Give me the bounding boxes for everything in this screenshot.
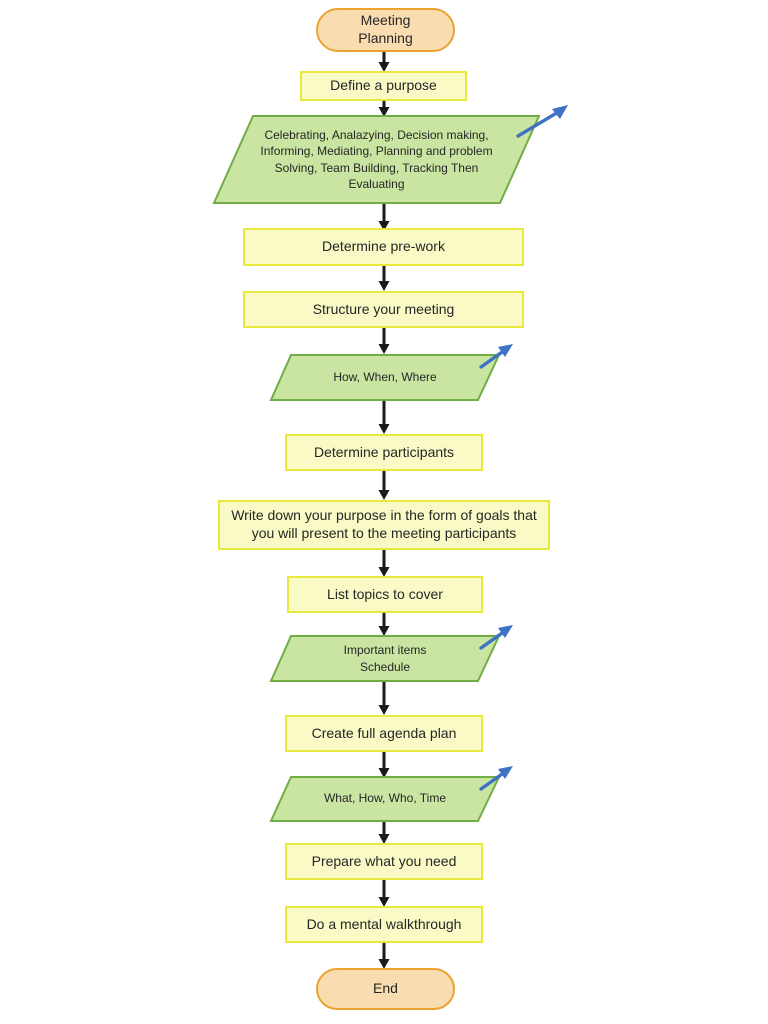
node-determine-prework[interactable]: Determine pre-work [243, 228, 524, 266]
connector-prepare-to-walkthrough [378, 880, 390, 907]
connector-purpose-to-data [378, 101, 390, 117]
node-write-goals[interactable]: Write down your purpose in the form of g… [218, 500, 550, 550]
node-determine-participants[interactable]: Determine participants [285, 434, 483, 471]
node-start-label-line1: Meeting [360, 12, 411, 29]
node-end-terminator[interactable]: End [316, 968, 455, 1010]
node-start-label: Meeting Planning [358, 12, 413, 48]
node-prepare-materials-label: Prepare what you need [311, 852, 457, 869]
node-determine-prework-label: Determine pre-work [322, 238, 445, 255]
node-prepare-materials[interactable]: Prepare what you need [285, 843, 483, 880]
connector-topics-to-data [378, 613, 390, 636]
node-start-label-line2: Planning [358, 30, 413, 46]
connector-structure-to-data [378, 328, 390, 354]
connector-walkthrough-to-end [378, 943, 390, 969]
connector-agenda-to-data [378, 752, 390, 778]
node-determine-participants-label: Determine participants [313, 443, 455, 460]
node-define-purpose-label: Define a purpose [330, 77, 437, 94]
node-define-purpose[interactable]: Define a purpose [300, 71, 467, 101]
node-mental-walkthrough-label: Do a mental walkthrough [306, 915, 462, 932]
node-topics-data-shape[interactable] [269, 635, 501, 682]
connector-participants-to-goals [378, 471, 390, 500]
node-list-topics[interactable]: List topics to cover [287, 576, 483, 613]
tail-arrow-topics-data [479, 625, 513, 650]
connector-data-to-participants [378, 400, 390, 434]
connector-data-to-prepare [378, 821, 390, 844]
node-agenda-data-shape[interactable] [269, 776, 501, 822]
node-purpose-data-shape[interactable] [212, 115, 541, 204]
connector-goals-to-topics [378, 550, 390, 577]
node-create-agenda-label: Create full agenda plan [311, 724, 457, 741]
node-write-goals-label: Write down your purpose in the form of g… [231, 507, 537, 541]
connector-start-to-purpose [378, 52, 390, 72]
connector-data-to-prework [378, 203, 390, 231]
node-structure-meeting-label: Structure your meeting [312, 300, 455, 317]
tail-arrow-agenda-data [479, 766, 513, 791]
node-structure-data-shape[interactable] [269, 354, 501, 401]
node-list-topics-label: List topics to cover [327, 585, 443, 602]
node-structure-meeting[interactable]: Structure your meeting [243, 291, 524, 328]
connector-prework-to-structure [378, 266, 390, 291]
node-mental-walkthrough[interactable]: Do a mental walkthrough [285, 906, 483, 943]
node-create-agenda[interactable]: Create full agenda plan [285, 715, 483, 752]
node-end-label: End [373, 980, 398, 997]
connector-data-to-agenda [378, 681, 390, 715]
node-start-terminator[interactable]: Meeting Planning [316, 8, 455, 52]
tail-arrow-structure-data [479, 344, 513, 369]
tail-arrow-purpose-data [516, 105, 568, 138]
